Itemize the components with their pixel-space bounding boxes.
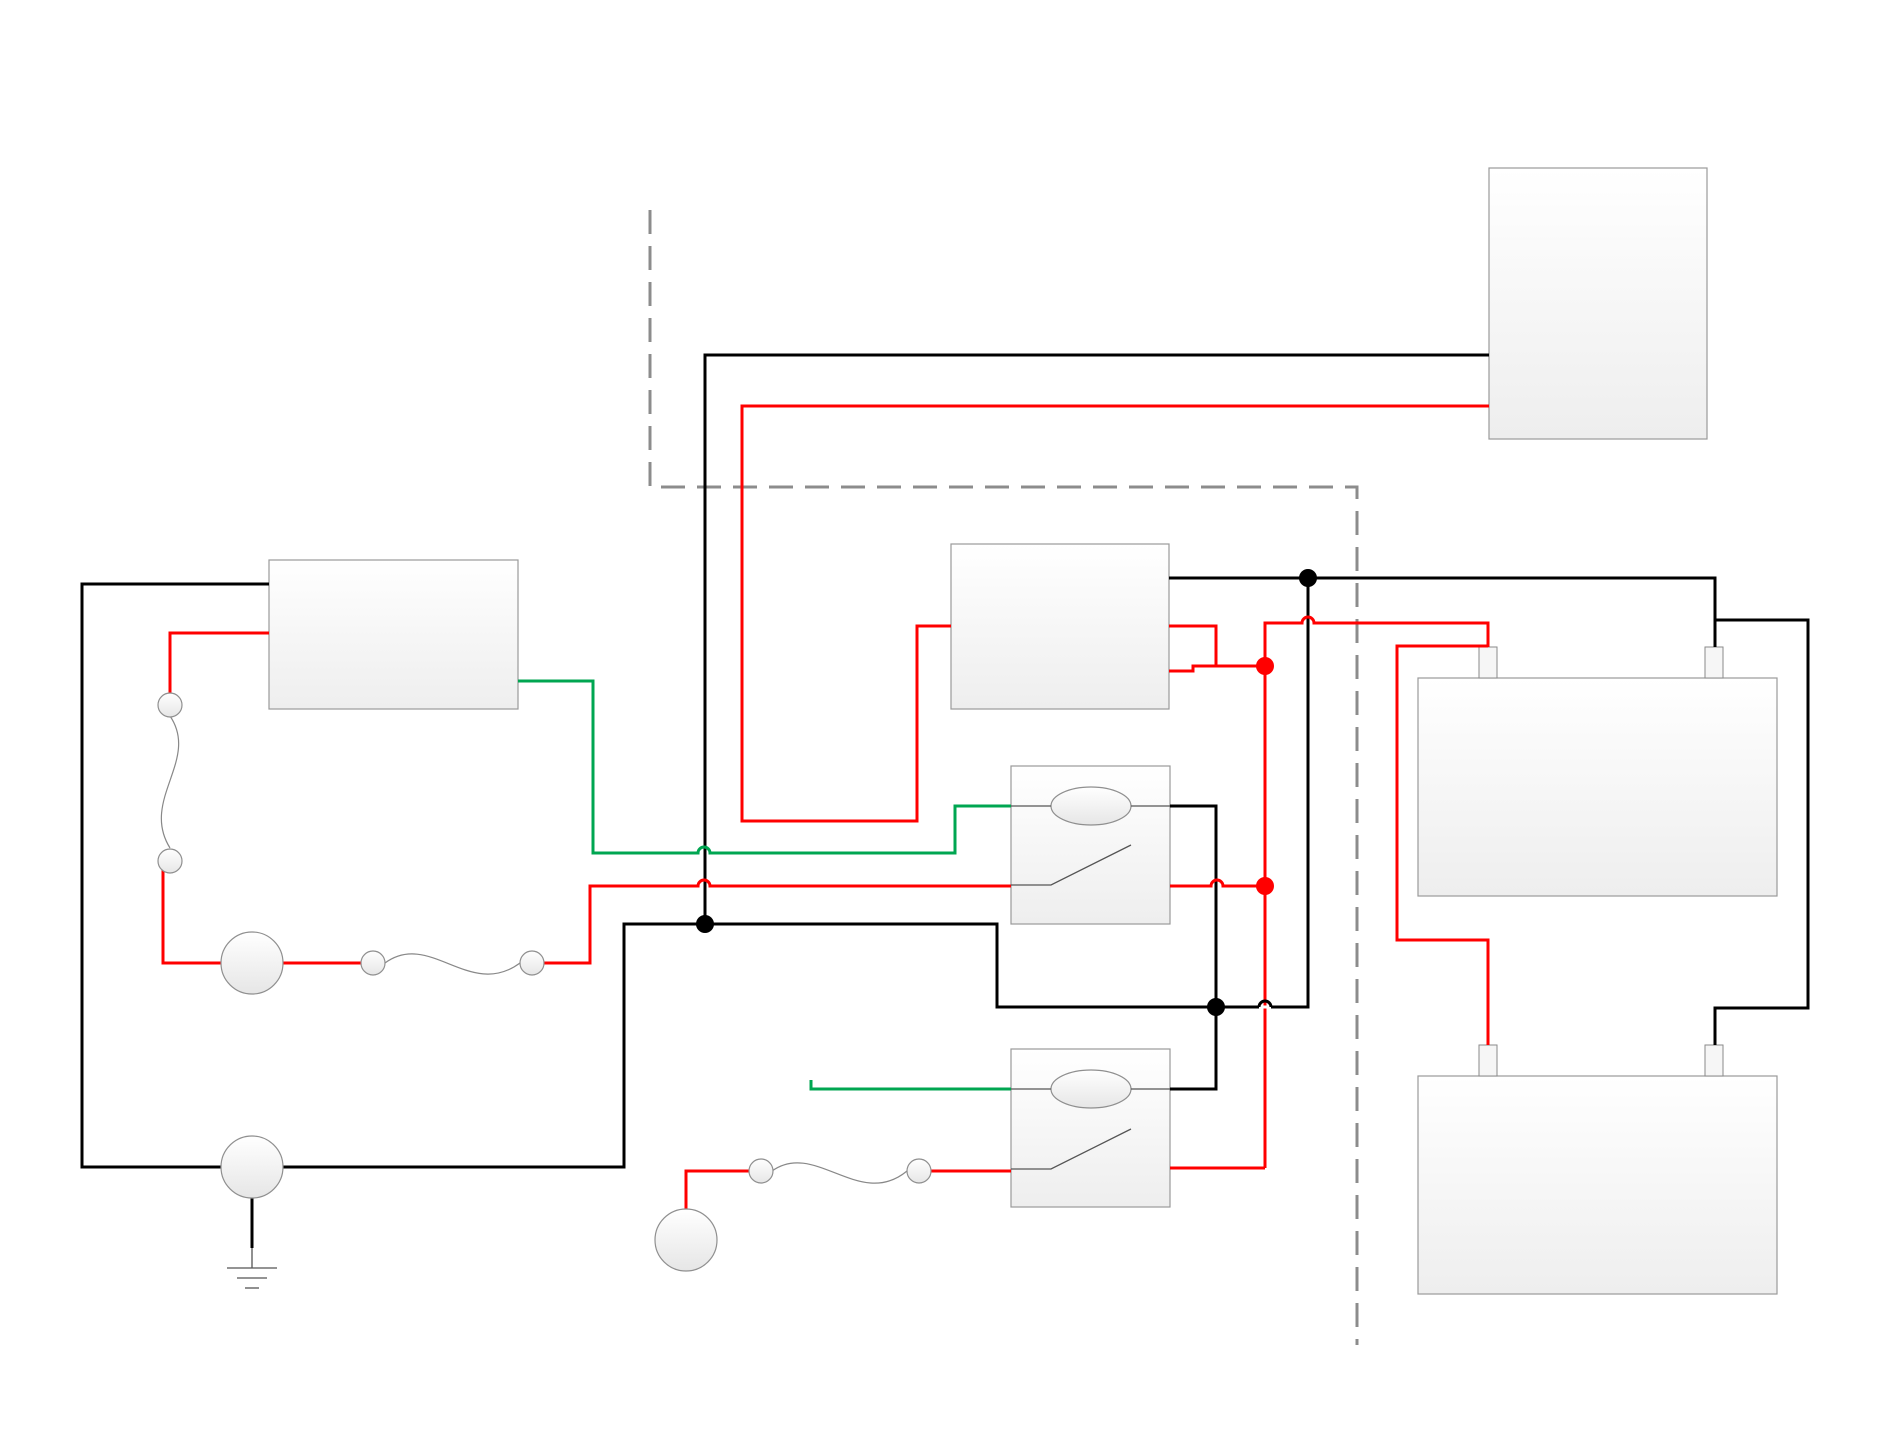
- battery-terminal-icon: [1704, 1044, 1724, 1077]
- battery-terminal-icon: [1704, 646, 1724, 679]
- left-box[interactable]: [268, 559, 519, 710]
- lamp-icon[interactable]: [220, 1135, 284, 1199]
- switch-contact-icon: [1011, 844, 1132, 886]
- center-box[interactable]: [950, 543, 1170, 710]
- fuse-icon[interactable]: [360, 950, 545, 976]
- battery-terminal-icon: [1478, 1044, 1498, 1077]
- fuse-icon[interactable]: [748, 1158, 932, 1184]
- lamp-icon[interactable]: [654, 1208, 718, 1272]
- switch-contact-icon: [1011, 1128, 1132, 1170]
- green-wires: [518, 679, 1011, 1091]
- relay-coil-icon: [1050, 786, 1132, 826]
- junction-dot-icon: [1207, 998, 1225, 1016]
- boundary-dashed-line: [648, 210, 1359, 1345]
- junction-dot-icon: [1256, 877, 1274, 895]
- junction-dot-icon: [696, 915, 714, 933]
- battery-upper[interactable]: [1417, 677, 1778, 897]
- junction-dot-icon: [1299, 569, 1317, 587]
- relay-coil-icon: [1050, 1069, 1132, 1109]
- battery-terminal-icon: [1478, 646, 1498, 679]
- lamp-icon[interactable]: [220, 931, 284, 995]
- battery-lower[interactable]: [1417, 1075, 1778, 1295]
- top-right-box[interactable]: [1488, 167, 1708, 440]
- junction-dot-icon: [1256, 657, 1274, 675]
- ground-icon: [227, 1248, 277, 1289]
- red-wires: [161, 404, 1490, 1209]
- black-wires: [80, 353, 1810, 1248]
- fuse-icon[interactable]: [157, 692, 183, 874]
